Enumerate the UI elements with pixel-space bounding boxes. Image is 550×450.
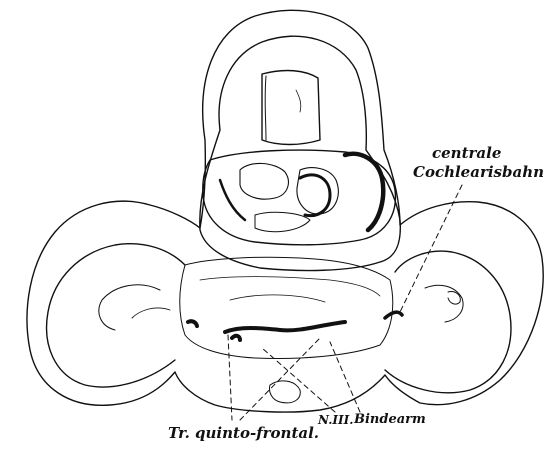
leader-tr-2 [240,338,320,420]
aqueduct-chamber [262,71,320,145]
cochlear-tract-mark [345,154,383,230]
bottom-structure [269,381,300,403]
quinto-frontal-tract [225,322,345,332]
label-n3: N.III. [318,414,353,426]
pontine-region [180,257,393,358]
leader-tr-1 [228,335,232,420]
label-bindearm: Bindearm [354,413,426,426]
right-hemisphere-inner [385,251,511,393]
left-hemisphere-inner [47,244,185,387]
label-tr-quinto-frontal: Tr. quinto-frontal. [168,426,319,441]
leader-bind [330,342,360,412]
leader-central [400,185,462,312]
label-centrale: centrale [432,146,501,161]
label-cochlearisbahn: Cochlearisbahn [413,165,544,180]
